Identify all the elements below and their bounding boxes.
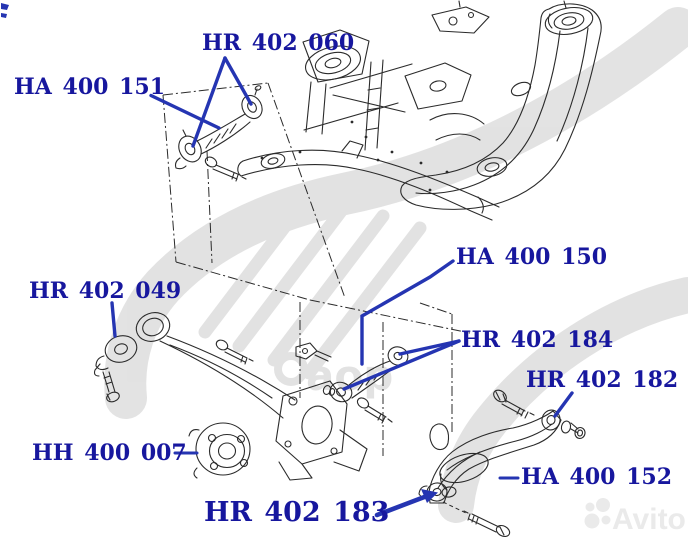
subframe-drawing <box>204 0 602 221</box>
leader-lines <box>1 3 574 518</box>
rivet-dots <box>260 120 449 192</box>
label-ha-400-151: HA 400 151 <box>14 74 166 100</box>
label-hr-402-182: HR 402 182 <box>526 367 679 393</box>
label-hr-402-184: HR 402 184 <box>461 327 614 353</box>
watermark-ring <box>274 352 308 386</box>
edge-mark-bottom <box>1 13 7 18</box>
label-ha-400-150: HA 400 150 <box>456 244 608 270</box>
projection-lines <box>162 82 471 456</box>
label-hr-402-060: HR 402 060 <box>202 30 355 56</box>
label-hh-400-007: HH 400 007 <box>32 440 187 466</box>
avito-logo: Avito <box>584 498 686 536</box>
lower-arm-drawing <box>418 389 586 538</box>
avito-wordmark: Avito <box>612 503 686 536</box>
edge-mark-top <box>1 3 9 10</box>
label-hr-402-183: HR 402 183 <box>204 497 390 528</box>
arrowhead <box>421 489 438 503</box>
watermark-swirl: аор <box>104 7 688 523</box>
label-hr-402-049: HR 402 049 <box>29 278 182 304</box>
trailing-arm-drawing <box>93 312 368 481</box>
label-ha-400-152: HA 400 152 <box>521 464 673 490</box>
